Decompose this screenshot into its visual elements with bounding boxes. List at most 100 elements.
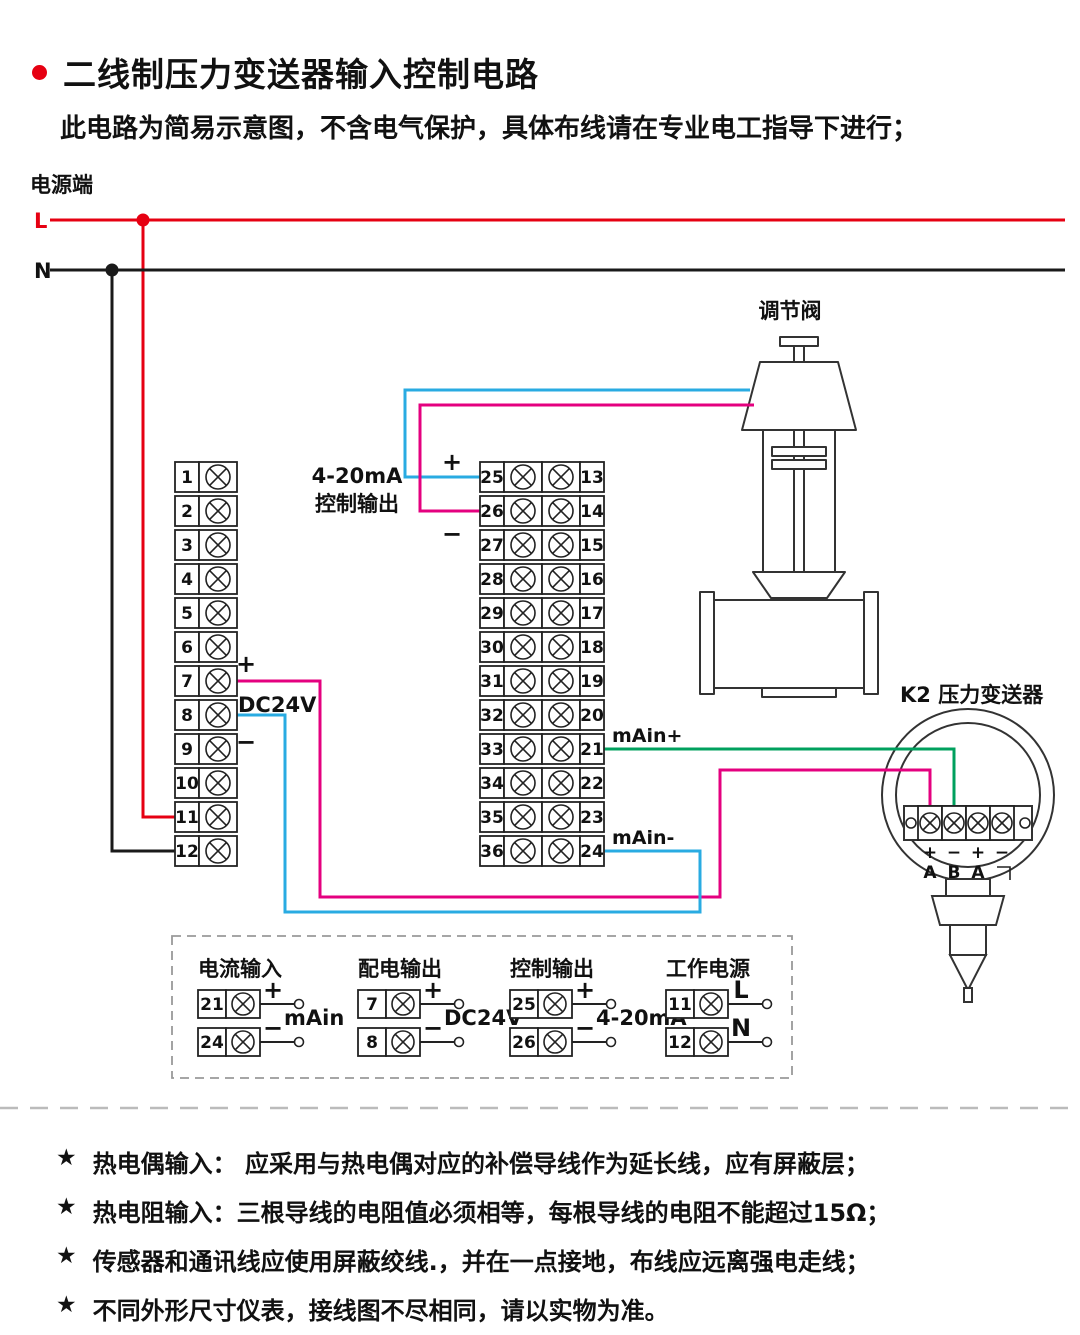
terminal-number-cell: [579, 665, 605, 697]
terminal-number-cell: [174, 597, 200, 629]
pin-letter: A: [971, 863, 985, 883]
terminal-number: 3: [181, 536, 193, 556]
dc24v-label: DC24V: [238, 693, 317, 717]
open-terminal-icon: [453, 998, 465, 1010]
terminal-number: 31: [480, 672, 504, 692]
terminal-number: 24: [200, 1033, 224, 1053]
open-terminal-icon: [453, 1036, 465, 1048]
terminal-number: 8: [181, 706, 193, 726]
ctrl-minus-sign: −: [442, 520, 462, 548]
terminal-number: 35: [480, 808, 504, 828]
strip-end-hole-icon: [1019, 817, 1031, 829]
legend-box: [171, 935, 793, 1079]
terminal-number-cell: [174, 631, 200, 663]
terminal-number: 29: [480, 604, 504, 624]
star-icon: ★: [56, 1145, 77, 1171]
screw-icon: [699, 1030, 723, 1054]
terminal-number: 30: [480, 638, 504, 658]
terminal-number: 32: [480, 706, 504, 726]
control-output-plus-wire: [403, 388, 750, 479]
terminal-number: 11: [668, 995, 692, 1015]
open-terminal-icon: [293, 1036, 305, 1048]
terminal-number: 24: [580, 842, 604, 862]
terminal-number-cell: [479, 461, 505, 493]
screw-icon: [205, 498, 231, 524]
page-title: 二线制压力变送器输入控制电路: [63, 55, 539, 94]
transmitter-probe-tip: [948, 954, 988, 993]
screw-icon: [548, 600, 574, 626]
screw-icon: [510, 770, 536, 796]
strip-end-hole-icon: [905, 817, 917, 829]
screw-icon: [991, 812, 1013, 834]
bullet-icon: [32, 64, 47, 80]
valve-bonnet: [752, 571, 846, 599]
screw-icon: [543, 992, 567, 1016]
legend-sign: N: [731, 1014, 751, 1042]
page-header: 二线制压力变送器输入控制电路: [32, 48, 539, 96]
terminal-number: 21: [580, 740, 604, 760]
screw-icon: [205, 600, 231, 626]
terminal-number-cell: [579, 801, 605, 833]
terminal-number-cell: [479, 631, 505, 663]
screw-icon: [205, 566, 231, 592]
legend-group-title: 工作电源: [666, 957, 750, 981]
ctrl-plus-sign: +: [442, 448, 462, 476]
terminal-number-cell: [479, 529, 505, 561]
legend-sign: −: [423, 1014, 443, 1042]
terminal-number-cell: [479, 699, 505, 731]
legend-sign: −: [575, 1014, 595, 1042]
terminal-number: 21: [200, 995, 224, 1015]
terminal-number: 14: [580, 502, 604, 522]
star-icon: ★: [56, 1194, 77, 1220]
screw-icon: [205, 770, 231, 796]
terminal-number-cell: [479, 835, 505, 867]
screw-icon: [548, 770, 574, 796]
legend-group-title: 控制输出: [510, 957, 594, 981]
terminal-number-cell: [579, 529, 605, 561]
legend-sign: +: [575, 976, 595, 1004]
terminal-number: 26: [512, 1033, 536, 1053]
legend-sign: −: [263, 1014, 283, 1042]
open-terminal-icon: [761, 1036, 773, 1048]
legend-group-title: 电流输入: [198, 957, 282, 981]
main-minus-wire: [237, 713, 702, 914]
legend-sign: L: [733, 976, 748, 1004]
terminal-number: 18: [580, 638, 604, 658]
terminal-number: 22: [580, 774, 604, 794]
terminal-number: 4: [181, 570, 193, 590]
terminal-number: 16: [580, 570, 604, 590]
power-terminal-label: 电源端: [30, 173, 93, 197]
open-terminal-icon: [605, 998, 617, 1010]
valve-left-flange: [699, 591, 715, 695]
note-text: 热电偶输入： 应采用与热电偶对应的补偿导线作为延长线，应有屏蔽层；: [92, 1150, 869, 1178]
main-minus-label: mAin-: [612, 827, 674, 849]
screw-icon: [510, 600, 536, 626]
note-item: ★传感器和通讯线应使用屏蔽绞线.，并在一点接地，布线应远离强电走线；: [56, 1242, 890, 1291]
terminal-number-cell: [174, 529, 200, 561]
screw-icon: [548, 668, 574, 694]
open-terminal-icon: [761, 998, 773, 1010]
terminal-number: 17: [580, 604, 604, 624]
terminal-number-cell: [479, 801, 505, 833]
screw-icon: [391, 1030, 415, 1054]
terminal-number: 26: [480, 502, 504, 522]
terminal-number: 25: [512, 995, 536, 1015]
live-drop-wire: [141, 220, 175, 819]
terminal-number-cell: [579, 597, 605, 629]
open-terminal-icon: [293, 998, 305, 1010]
screw-icon: [548, 702, 574, 728]
main-plus-label: mAin+: [612, 725, 682, 747]
dc24v-plus-wire: [237, 679, 932, 899]
terminal-number-cell: [579, 733, 605, 765]
screw-icon: [548, 566, 574, 592]
legend-group-label: mAin: [284, 1006, 344, 1030]
screw-icon: [699, 992, 723, 1016]
screw-icon: [919, 812, 941, 834]
pin-sign: +: [923, 843, 937, 863]
screw-icon: [205, 668, 231, 694]
